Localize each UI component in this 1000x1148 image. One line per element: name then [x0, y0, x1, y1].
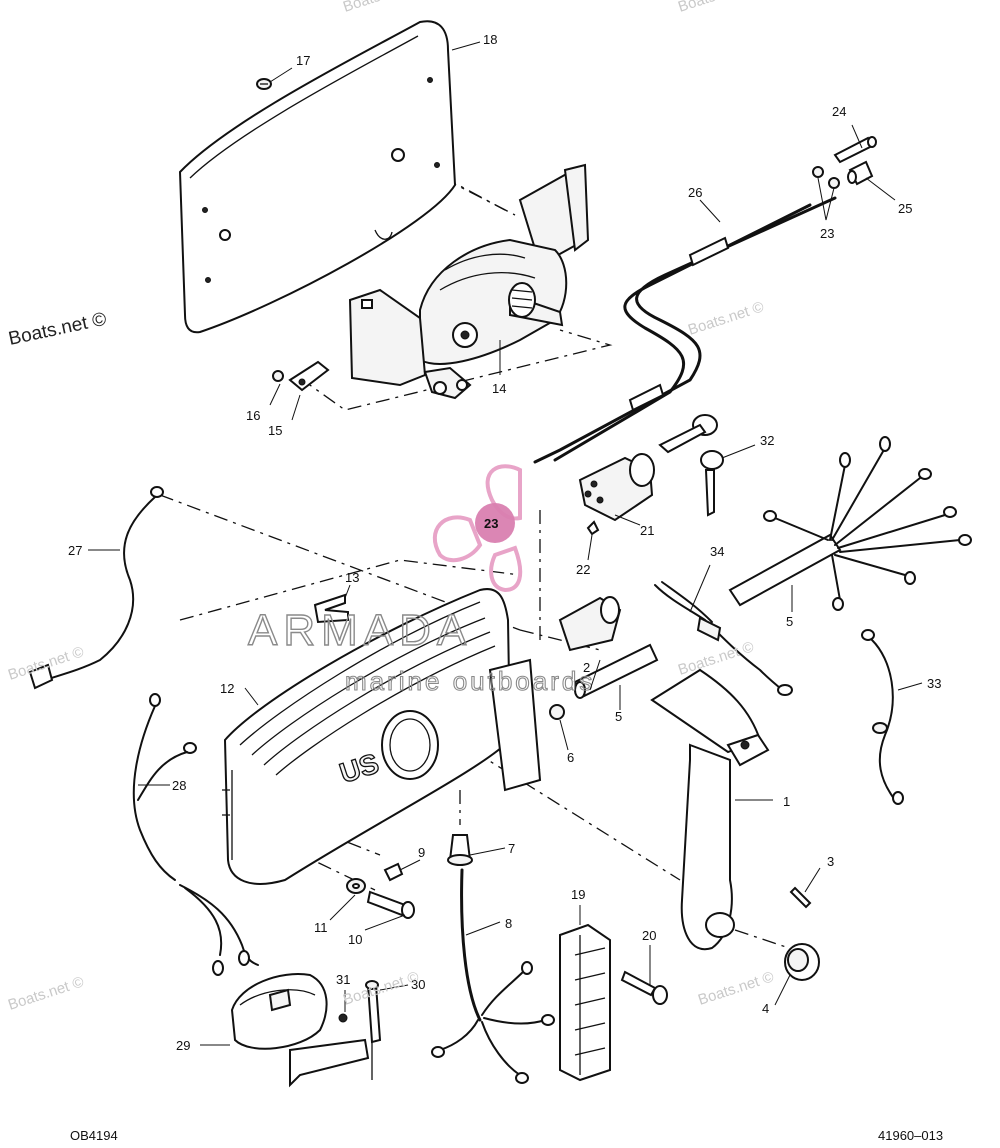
ground-wire-33	[861, 629, 904, 805]
callout-21: 21	[640, 523, 654, 538]
callout-23-top: 23	[820, 226, 834, 241]
callout-5-upper: 5	[786, 614, 793, 629]
callout-11: 11	[314, 920, 328, 935]
callout-25: 25	[898, 201, 912, 216]
armada-watermark-title: ARMADA	[248, 606, 472, 655]
callout-24: 24	[832, 104, 846, 119]
wire-lead-28	[132, 693, 259, 976]
callout-17: 17	[296, 53, 310, 68]
terminal-block	[559, 923, 611, 1082]
callout-labels: 17 18 14 15 16 24 25 23 26 32 21 22 23 3…	[68, 32, 941, 1053]
callout-5-lower: 5	[615, 709, 622, 724]
callout-14: 14	[492, 381, 506, 396]
panel-plate	[178, 20, 457, 334]
control-housing: US	[222, 588, 542, 885]
warning-horn	[230, 973, 373, 1088]
callout-22: 22	[576, 562, 590, 577]
callout-31: 31	[336, 972, 350, 987]
pin-24	[833, 136, 877, 164]
screw-16	[272, 370, 284, 382]
callout-7: 7	[508, 841, 515, 856]
drawing-code-left: OB4194	[70, 1128, 118, 1143]
callout-12: 12	[220, 681, 234, 696]
sleeve-5	[573, 643, 659, 699]
bolt-10	[366, 890, 415, 919]
nut-31	[338, 1013, 348, 1023]
armada-watermark-subtitle: marine outboards	[345, 666, 595, 696]
callout-leaders	[88, 41, 923, 1046]
boats-net-watermark-top-center: Boats.net ©	[341, 0, 421, 16]
callout-30: 30	[411, 977, 425, 992]
nut-23-pair	[812, 166, 840, 189]
callout-18: 18	[483, 32, 497, 47]
boats-net-watermark-bottom-left: Boats.net ©	[6, 973, 86, 1013]
ignition-switch	[578, 453, 655, 522]
screw-20	[620, 970, 668, 1005]
connector-plug-2	[558, 596, 622, 652]
callout-29: 29	[176, 1038, 190, 1053]
callout-33: 33	[927, 676, 941, 691]
ignition-keys	[658, 414, 724, 517]
screw-17	[256, 78, 272, 90]
boats-net-watermark-right: Boats.net ©	[676, 638, 756, 678]
boats-net-watermark-upper-right: Boats.net ©	[686, 298, 766, 338]
boats-net-watermark-main: Boats.net ©	[7, 309, 109, 350]
control-cables	[533, 196, 837, 464]
harness-8	[431, 868, 555, 1084]
clip-13	[313, 593, 349, 624]
bracket-15	[288, 360, 330, 392]
callout-27: 27	[68, 543, 82, 558]
callout-4: 4	[762, 1001, 769, 1016]
callout-13: 13	[345, 570, 359, 585]
grommet-6	[549, 704, 565, 720]
callout-20: 20	[642, 928, 656, 943]
boats-net-watermark-bottom-center: Boats.net ©	[341, 968, 421, 1008]
callout-1: 1	[783, 794, 790, 809]
callout-32: 32	[760, 433, 774, 448]
boats-net-watermark-top-right: Boats.net ©	[676, 0, 756, 16]
callout-10: 10	[348, 932, 362, 947]
cap-25	[847, 160, 874, 186]
armada-logo-watermark: ARMADA marine outboards	[247, 464, 595, 697]
control-handle	[650, 668, 770, 951]
callout-8: 8	[505, 916, 512, 931]
washer-11	[346, 878, 366, 894]
callout-28: 28	[172, 778, 186, 793]
screw-30	[365, 980, 382, 1044]
drawing-code-right: 41960–013	[878, 1128, 943, 1143]
callout-15: 15	[268, 423, 282, 438]
callout-26: 26	[688, 185, 702, 200]
callout-34: 34	[710, 544, 724, 559]
callout-6: 6	[567, 750, 574, 765]
ground-cable-27	[28, 486, 164, 690]
callout-3: 3	[827, 854, 834, 869]
callout-23-logo: 23	[484, 516, 498, 531]
lanyard-clip	[654, 581, 793, 696]
callout-2: 2	[583, 660, 590, 675]
grommet-7	[447, 834, 473, 866]
cap-4	[784, 943, 820, 981]
wiring-harness	[728, 436, 972, 611]
control-mechanism	[348, 163, 590, 400]
callout-19: 19	[571, 887, 585, 902]
screw-22	[586, 520, 600, 536]
set-screw-3	[789, 886, 812, 909]
callout-9: 9	[418, 845, 425, 860]
callout-16: 16	[246, 408, 260, 423]
screw-9	[383, 862, 404, 882]
